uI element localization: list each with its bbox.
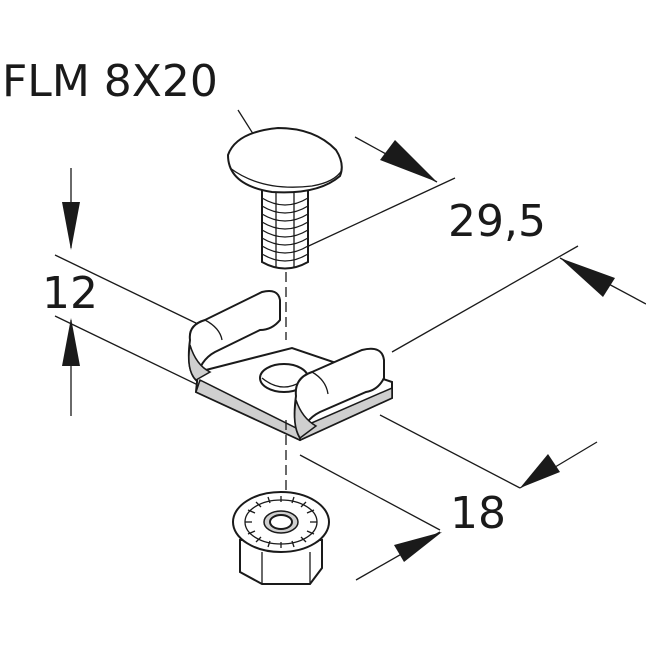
flange-nut (232, 491, 330, 585)
dimension-length-label: 29,5 (448, 196, 546, 247)
carriage-bolt (226, 126, 343, 340)
part-code-label: FLM 8X20 (2, 56, 218, 107)
dimension-length: 29,5 (299, 136, 646, 353)
dimension-height-label: 12 (42, 268, 98, 319)
dimension-height: 12 (42, 168, 201, 416)
clamp-plate (187, 290, 393, 498)
dimension-width: 18 (299, 414, 598, 581)
dimension-width-label: 18 (450, 488, 506, 539)
